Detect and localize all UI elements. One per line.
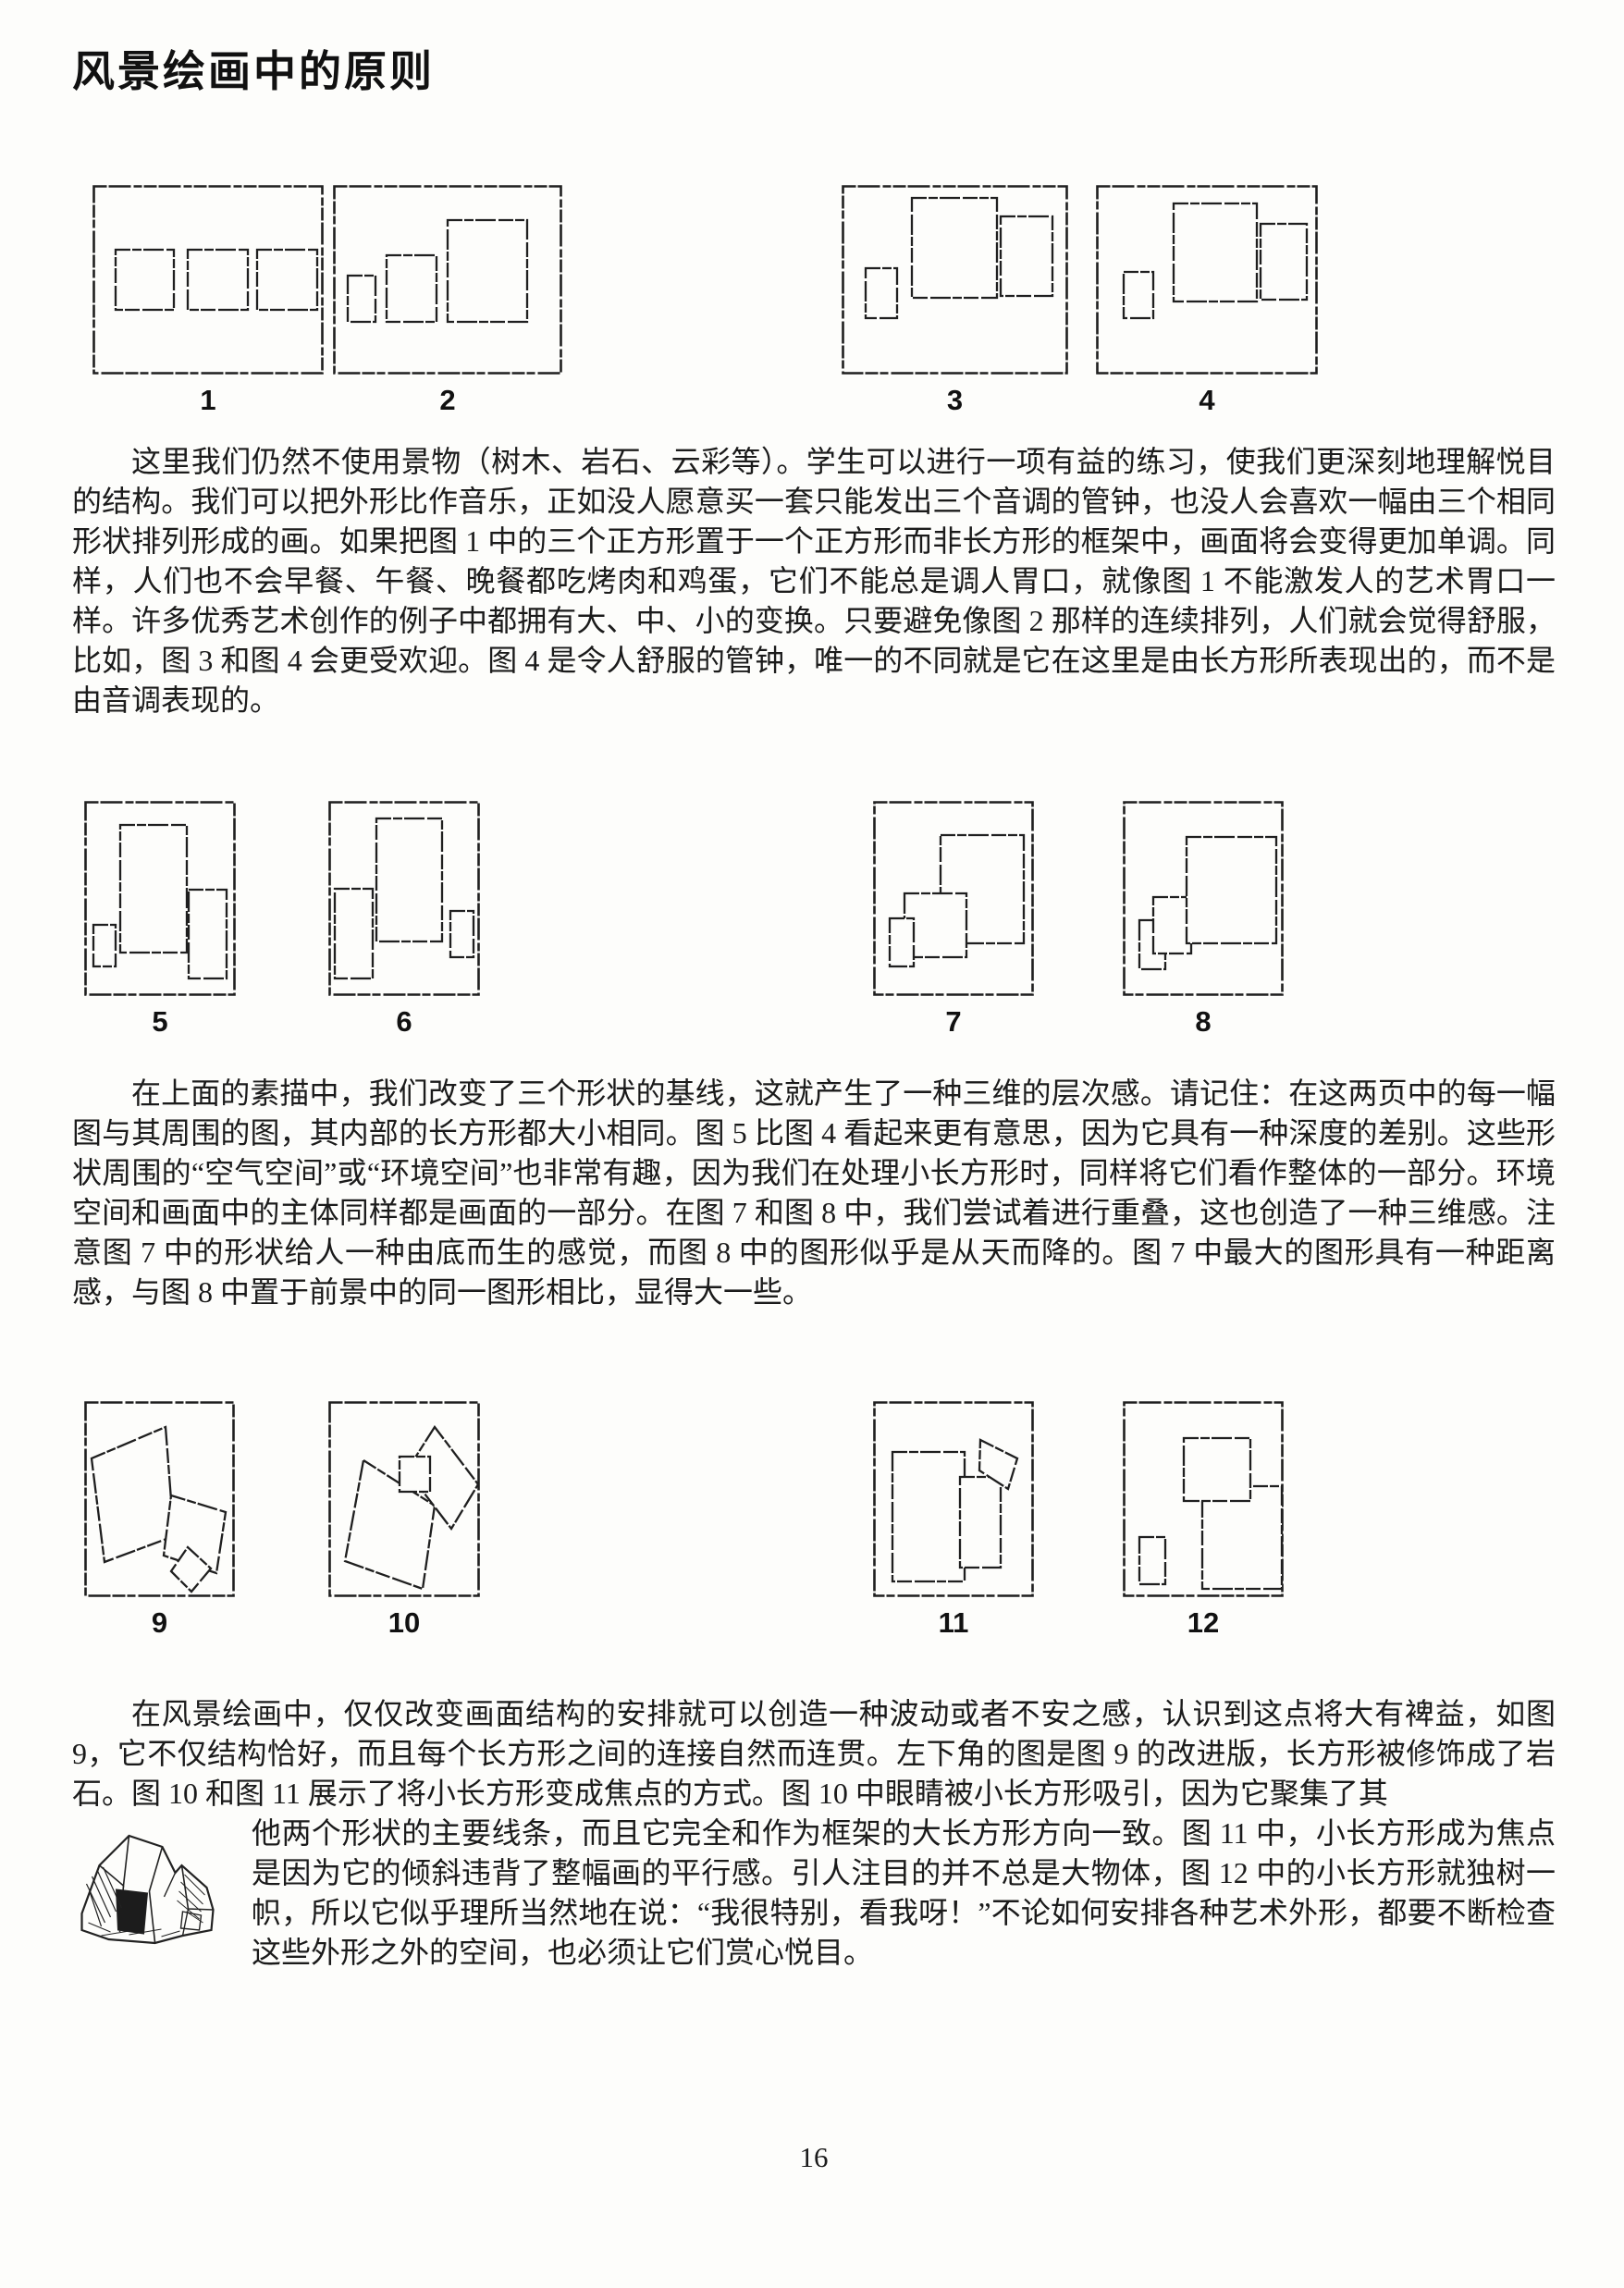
figure-panel-12 xyxy=(1123,1401,1284,1597)
figure-panel-3 xyxy=(842,185,1068,375)
figure-panel-9 xyxy=(84,1401,235,1597)
figure-row-3: 9 10 11 12 xyxy=(72,1401,1556,1648)
figure-row-2: 5 6 7 8 xyxy=(72,801,1556,1048)
paragraph-3-top: 在风景绘画中，仅仅改变画面结构的安排就可以创造一种波动或者不安之感，认识到这点将… xyxy=(72,1697,1556,1810)
figure-panel-11 xyxy=(873,1401,1034,1597)
figure-number-5: 5 xyxy=(152,1005,168,1038)
figure-sketch xyxy=(92,185,324,375)
figure-row-1: 1 2 3 4 xyxy=(72,185,1556,425)
paragraph-3-bottom-wrap: 他两个形状的主要线条，而且它完全和作为框架的大长方形方向一致。图 11 中，小长… xyxy=(72,1814,1556,1973)
figure-sketch xyxy=(328,801,480,996)
figure-panel-1 xyxy=(92,185,324,375)
figure-sketch xyxy=(1096,185,1318,375)
rock-sketch-image xyxy=(80,1834,215,1945)
figure-panel-4 xyxy=(1096,185,1318,375)
figure-number-2: 2 xyxy=(439,384,456,416)
figure-panel-6 xyxy=(328,801,480,996)
figure-number-9: 9 xyxy=(151,1606,168,1639)
figure-sketch xyxy=(1123,1401,1284,1597)
figure-number-3: 3 xyxy=(946,384,964,416)
figure-sketch xyxy=(84,801,236,996)
figure-sketch xyxy=(328,1401,480,1597)
figure-sketch xyxy=(873,1401,1034,1597)
page-title: 风景绘画中的原则 xyxy=(72,47,435,95)
figure-number-4: 4 xyxy=(1199,384,1215,416)
paragraph-3-bottom: 他两个形状的主要线条，而且它完全和作为框架的大长方形方向一致。图 11 中，小长… xyxy=(252,1816,1556,1969)
figure-number-8: 8 xyxy=(1195,1005,1212,1038)
figure-sketch xyxy=(1123,801,1284,996)
paragraph-1: 这里我们仍然不使用景物（树木、岩石、云彩等）。学生可以进行一项有益的练习，使我们… xyxy=(72,445,1556,717)
figure-number-11: 11 xyxy=(938,1606,969,1639)
figure-panel-10 xyxy=(328,1401,480,1597)
figure-panel-8 xyxy=(1123,801,1284,996)
figure-panel-2 xyxy=(333,185,562,375)
figure-panel-7 xyxy=(873,801,1034,996)
figure-number-7: 7 xyxy=(945,1005,962,1038)
paragraph-2: 在上面的素描中，我们改变了三个形状的基线，这就产生了一种三维的层次感。请记住：在… xyxy=(72,1076,1556,1309)
figure-number-6: 6 xyxy=(396,1005,412,1038)
figure-sketch xyxy=(333,185,562,375)
figure-sketch xyxy=(873,801,1034,996)
figure-sketch xyxy=(84,1401,235,1597)
figure-sketch xyxy=(842,185,1068,375)
figure-number-12: 12 xyxy=(1187,1606,1220,1639)
figure-number-1: 1 xyxy=(200,384,216,416)
figure-number-10: 10 xyxy=(388,1606,421,1639)
page-number: 16 xyxy=(799,2141,829,2173)
figure-panel-5 xyxy=(84,801,236,996)
